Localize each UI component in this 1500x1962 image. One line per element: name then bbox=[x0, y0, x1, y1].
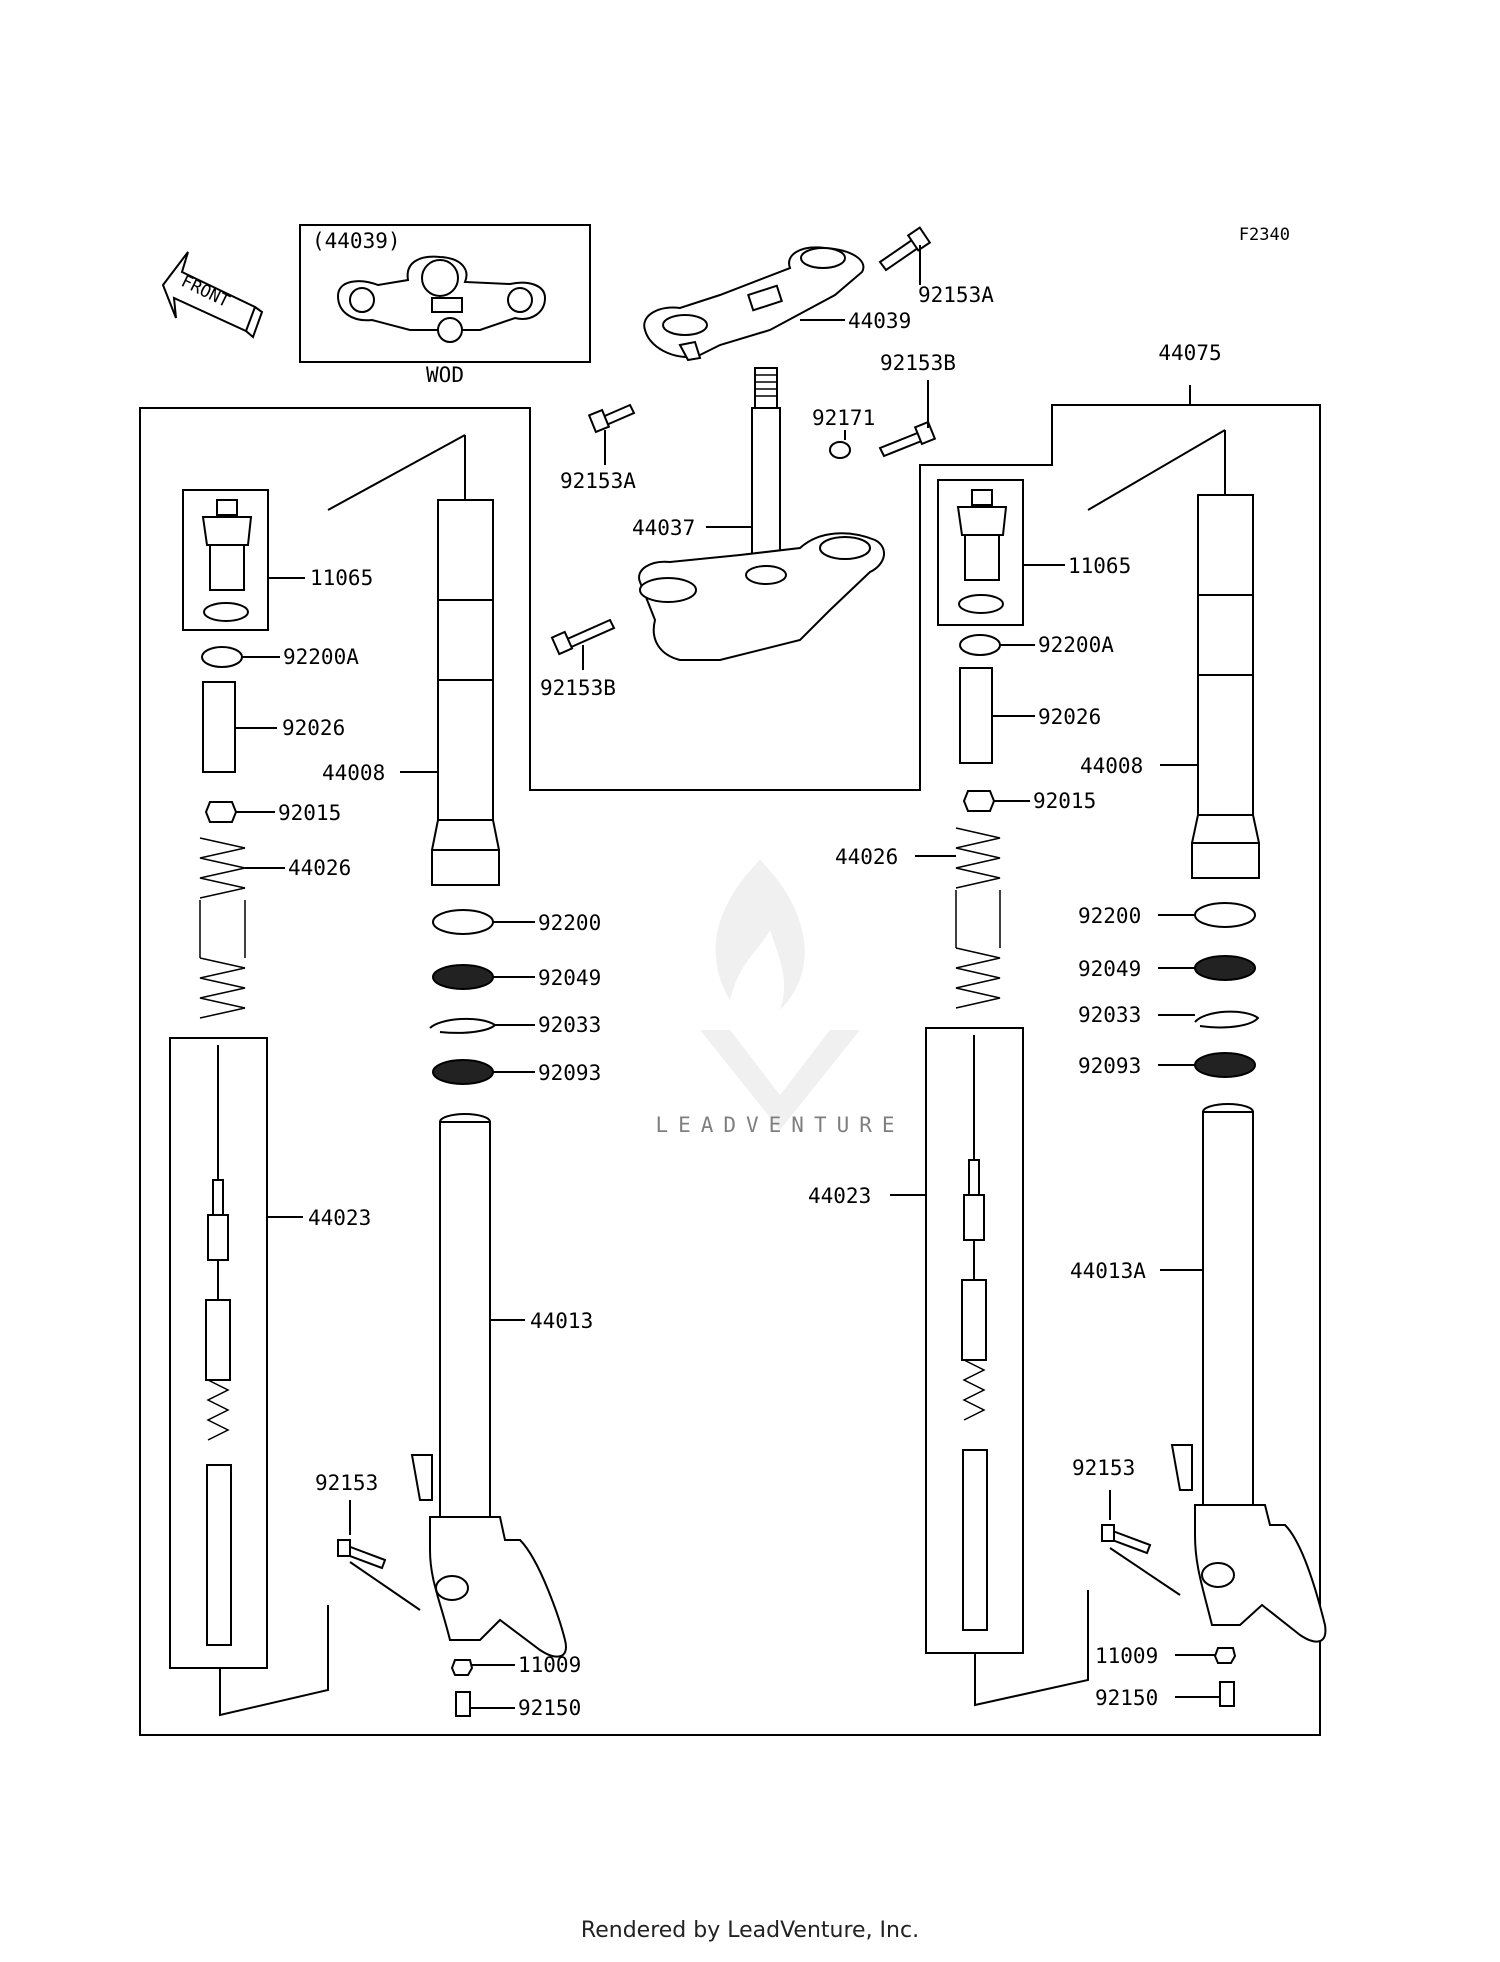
right-collar-92026 bbox=[959, 667, 993, 764]
label-l-92026: 92026 bbox=[282, 716, 345, 740]
watermark-text: LEADVENTURE bbox=[655, 1113, 904, 1137]
inset-wod: (44039) WOD bbox=[299, 224, 591, 387]
label-r-92015: 92015 bbox=[1033, 789, 1096, 813]
watermark-flame-icon bbox=[715, 860, 805, 1010]
left-bolt-92153 bbox=[337, 1539, 387, 1570]
assembly-frame bbox=[139, 404, 1321, 1736]
right-ring-92200 bbox=[1194, 902, 1256, 928]
right-bolt-92150 bbox=[1219, 1681, 1235, 1707]
left-nut-92015 bbox=[204, 801, 238, 823]
right-inner-tube-44013A bbox=[1170, 1103, 1327, 1643]
left-bolt-92150 bbox=[455, 1691, 471, 1717]
label-44039: 44039 bbox=[848, 309, 911, 333]
left-fork: 11065 92200A 92026 92015 44026 bbox=[169, 434, 601, 1720]
label-r-44023: 44023 bbox=[808, 1184, 871, 1208]
left-inner-tube-44013 bbox=[410, 1113, 567, 1658]
label-l-44008: 44008 bbox=[322, 761, 385, 785]
right-seal-92093 bbox=[1194, 1052, 1256, 1078]
inset-caption: WOD bbox=[426, 363, 464, 387]
label-92171: 92171 bbox=[812, 406, 875, 430]
left-damper-44023 bbox=[205, 1045, 232, 1646]
label-l-92150: 92150 bbox=[518, 1696, 581, 1720]
left-collar-92026 bbox=[202, 681, 236, 773]
label-r-92150: 92150 bbox=[1095, 1686, 1158, 1710]
label-r-92200: 92200 bbox=[1078, 904, 1141, 928]
label-l-92093: 92093 bbox=[538, 1061, 601, 1085]
right-nut-92015 bbox=[962, 790, 996, 812]
clip-92171 bbox=[829, 441, 851, 459]
label-44075: 44075 bbox=[1158, 341, 1221, 365]
right-fork: 11065 92200A 92026 92015 44026 bbox=[808, 429, 1327, 1710]
left-outer-tube-44008 bbox=[431, 499, 500, 886]
bolt-92153B-lower bbox=[550, 618, 616, 656]
right-washer-11009 bbox=[1213, 1647, 1237, 1664]
label-l-92200: 92200 bbox=[538, 911, 601, 935]
label-r-11065: 11065 bbox=[1068, 554, 1131, 578]
steering-stem-44037 bbox=[638, 367, 885, 661]
left-clip-92033 bbox=[429, 1017, 497, 1034]
left-ring-92200A bbox=[201, 646, 243, 668]
label-l-11009: 11009 bbox=[518, 1653, 581, 1677]
left-seal-92049 bbox=[432, 964, 494, 990]
label-l-44023: 44023 bbox=[308, 1206, 371, 1230]
label-l-92153: 92153 bbox=[315, 1471, 378, 1495]
inset-upper-triple-clamp-icon bbox=[336, 255, 547, 343]
watermark-v-icon bbox=[700, 1030, 860, 1130]
label-l-44013: 44013 bbox=[530, 1309, 593, 1333]
inset-title: (44039) bbox=[312, 229, 401, 253]
front-arrow: FRONT bbox=[161, 251, 264, 339]
label-l-92049: 92049 bbox=[538, 966, 601, 990]
left-spring-44026 bbox=[199, 837, 246, 1019]
right-bolt-92153 bbox=[1101, 1524, 1152, 1555]
watermark: LEADVENTURE bbox=[655, 860, 904, 1137]
front-arrow-icon bbox=[161, 251, 257, 333]
bolt-92153A-lower bbox=[587, 403, 636, 434]
label-l-92033: 92033 bbox=[538, 1013, 601, 1037]
label-r-11009: 11009 bbox=[1095, 1644, 1158, 1668]
label-r-92049: 92049 bbox=[1078, 957, 1141, 981]
label-l-11065: 11065 bbox=[310, 566, 373, 590]
left-seal-92093 bbox=[432, 1059, 494, 1085]
right-cap-11065 bbox=[956, 489, 1008, 614]
label-r-92200A: 92200A bbox=[1038, 633, 1114, 657]
label-92153B-upper: 92153B bbox=[880, 351, 956, 375]
right-outer-tube-44008 bbox=[1191, 494, 1260, 879]
label-r-92093: 92093 bbox=[1078, 1054, 1141, 1078]
right-seal-92049 bbox=[1194, 955, 1256, 981]
label-l-92015: 92015 bbox=[278, 801, 341, 825]
label-r-92033: 92033 bbox=[1078, 1003, 1141, 1027]
left-cap-11065 bbox=[201, 499, 253, 622]
footer-credit: Rendered by LeadVenture, Inc. bbox=[580, 1918, 920, 1943]
upper-triple-clamp-44039 bbox=[643, 246, 865, 362]
label-92153A-lower: 92153A bbox=[560, 469, 636, 493]
right-damper-44023 bbox=[961, 1035, 988, 1631]
bolt-92153B-upper bbox=[878, 420, 937, 458]
label-92153A-upper: 92153A bbox=[918, 283, 994, 307]
label-r-92153: 92153 bbox=[1072, 1456, 1135, 1480]
bolt-92153A-upper bbox=[878, 226, 932, 272]
left-washer-11009 bbox=[450, 1659, 474, 1676]
right-spring-44026 bbox=[955, 827, 1001, 1009]
label-l-92200A: 92200A bbox=[283, 645, 359, 669]
label-r-44008: 44008 bbox=[1080, 754, 1143, 778]
label-r-44026: 44026 bbox=[835, 845, 898, 869]
right-ring-92200A bbox=[959, 634, 1001, 656]
diagram-code: F2340 bbox=[1239, 225, 1290, 245]
left-ring-92200 bbox=[432, 909, 494, 935]
label-l-44026: 44026 bbox=[288, 856, 351, 880]
label-92153B-lower: 92153B bbox=[540, 676, 616, 700]
right-clip-92033 bbox=[1194, 1010, 1260, 1029]
label-44037: 44037 bbox=[632, 516, 695, 540]
label-r-92026: 92026 bbox=[1038, 705, 1101, 729]
label-r-44013A: 44013A bbox=[1070, 1259, 1146, 1283]
